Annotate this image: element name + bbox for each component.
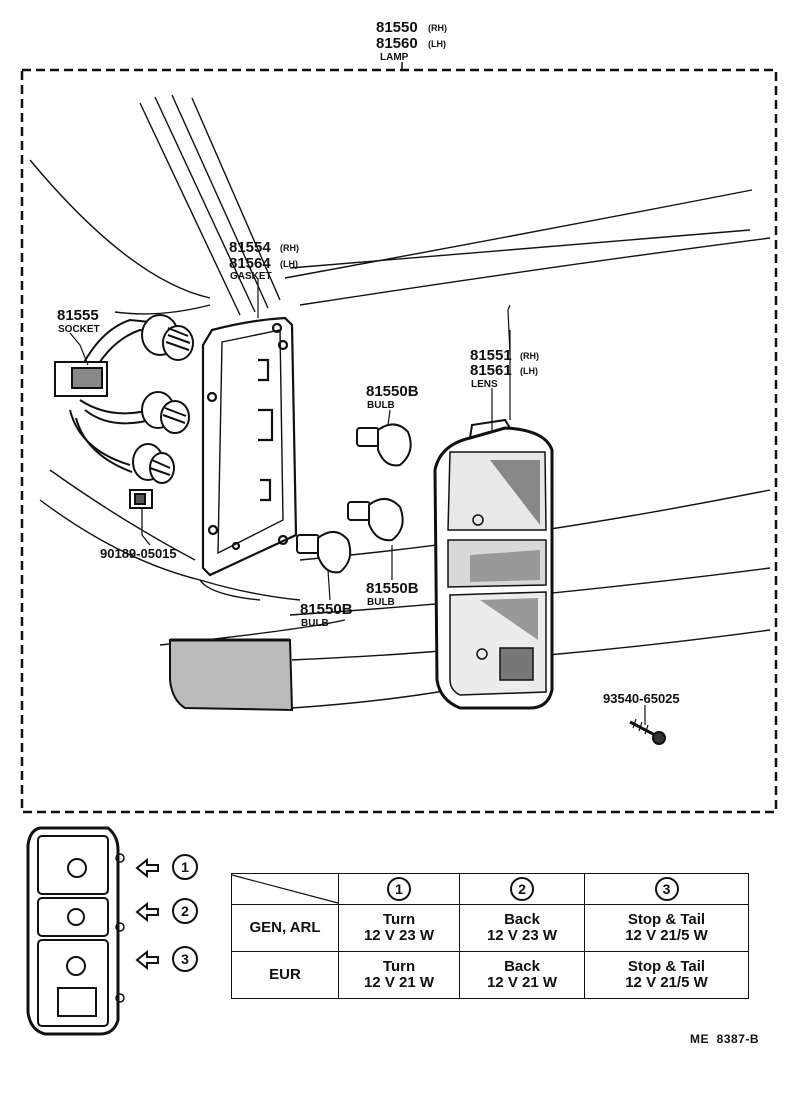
label-lamp: 81550 (RH) 81560 (LH) LAMP [376,19,447,63]
svg-text:93540-65025: 93540-65025 [603,691,680,706]
svg-text:BULB: BULB [367,400,395,411]
callout-1: 1 [135,854,198,880]
table-corner-cell [231,873,339,905]
leader-lines [69,278,646,725]
svg-text:(LH): (LH) [520,366,538,376]
vehicle-body-outline [29,94,771,709]
svg-text:(LH): (LH) [428,39,446,49]
label-bulb-mid: 81550B BULB [366,580,419,608]
arrow-left-icon [135,857,159,879]
row-header: GEN, ARL [231,904,339,952]
col-header-2: 2 [459,873,585,905]
table-header-row: 1 2 3 [231,873,749,905]
label-clip: 90189-05015 [100,546,177,561]
svg-text:(RH): (RH) [520,351,539,361]
svg-text:81564: 81564 [229,255,271,272]
screw [629,718,666,745]
row-header: EUR [231,951,339,999]
label-screw: 93540-65025 [603,691,680,706]
svg-text:SOCKET: SOCKET [58,324,100,335]
col-header-1: 1 [338,873,460,905]
label-socket: 81555 SOCKET [57,307,100,335]
label-bulb-bottom: 81550B BULB [300,601,353,629]
bulb-top [356,423,412,467]
label-gasket: 81554 (RH) 81564 (LH) GASKET [229,239,299,282]
svg-text:81550: 81550 [376,19,418,36]
clip [129,489,153,535]
legend-lamp-icon [26,826,125,1036]
bulb-mid [347,498,404,542]
svg-text:81550B: 81550B [366,383,419,400]
svg-text:90189-05015: 90189-05015 [100,546,177,561]
lens [433,418,554,710]
assembly-boundary [20,62,778,814]
svg-text:81554: 81554 [229,239,271,256]
diagram-code: ME 8387-B [690,1032,760,1046]
bumper [169,638,294,712]
callout-2: 2 [135,898,198,924]
socket-harness [54,314,194,484]
svg-text:BULB: BULB [301,618,329,629]
svg-text:1: 1 [181,859,189,875]
arrow-left-icon [135,949,159,971]
svg-text:81550B: 81550B [366,580,419,597]
arrow-left-icon [135,901,159,923]
socket-3 [132,443,175,484]
svg-text:2: 2 [181,903,189,919]
label-lens: 81551 (RH) 81561 (LH) LENS [470,347,539,390]
svg-text:3: 3 [181,951,189,967]
svg-text:GASKET: GASKET [230,271,272,282]
svg-text:(RH): (RH) [280,243,299,253]
callout-3: 3 [135,946,198,972]
socket-2 [141,391,190,434]
svg-text:81561: 81561 [470,362,512,379]
svg-text:LAMP: LAMP [380,52,409,63]
svg-text:(LH): (LH) [280,259,298,269]
socket-1 [141,314,194,361]
bulb-bottom [296,531,352,574]
svg-text:81555: 81555 [57,307,99,324]
svg-text:81560: 81560 [376,35,418,52]
svg-text:LENS: LENS [471,379,498,390]
svg-text:(RH): (RH) [428,23,447,33]
svg-text:81550B: 81550B [300,601,353,618]
svg-text:BULB: BULB [367,597,395,608]
gasket [201,316,298,577]
label-bulb-top: 81550B BULB [366,383,419,411]
col-header-3: 3 [584,873,749,905]
svg-text:81551: 81551 [470,347,512,364]
